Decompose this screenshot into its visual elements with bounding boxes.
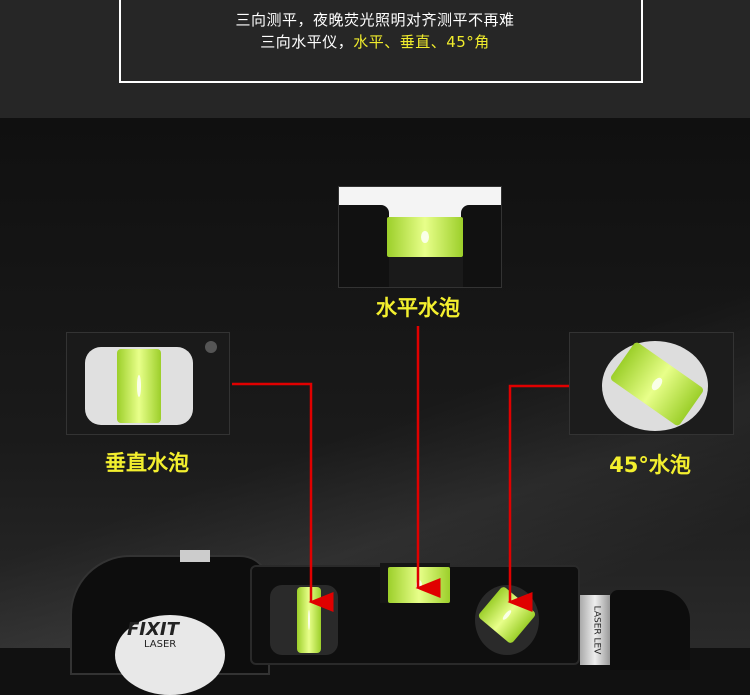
header-line-2-highlight: 水平、垂直、45°角 [353, 33, 490, 51]
header-line-1: 三向测平，夜晚荧光照明对齐测平不再难 [235, 11, 515, 29]
vertical-arrow [232, 382, 334, 612]
brand-label: FIXIT [127, 619, 179, 640]
header-frame [119, 0, 643, 83]
callout-arrows [232, 326, 569, 612]
header-line-2-prefix: 三向水平仪， [260, 33, 354, 51]
vertical-bubble-label: 垂直水泡 [105, 451, 189, 475]
header-line-2: 三向水平仪，水平、垂直、45°角 [0, 31, 750, 52]
brand-sub-label: LASER [144, 639, 177, 650]
diagonal-arrow [507, 384, 569, 612]
horizontal-bubble-closeup [338, 186, 502, 288]
diagonal-bubble-closeup [569, 332, 734, 435]
header-banner: 三向测平，夜晚荧光照明对齐测平不再难 三向水平仪，水平、垂直、45°角 [0, 0, 750, 118]
diagonal-bubble-label: 45°水泡 [609, 453, 691, 477]
horizontal-bubble-label: 水平水泡 [376, 296, 460, 320]
vertical-bubble-closeup [66, 332, 230, 435]
